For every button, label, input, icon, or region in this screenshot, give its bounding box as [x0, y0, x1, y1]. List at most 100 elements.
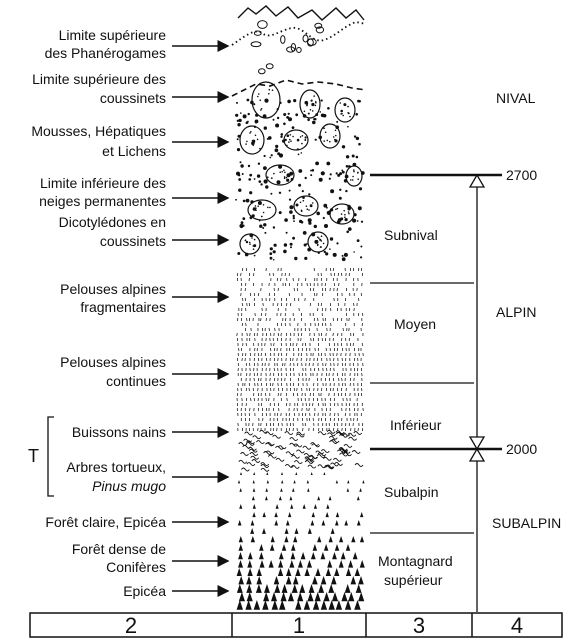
grass-blade	[357, 368, 358, 371]
dot	[305, 136, 307, 138]
dot	[340, 110, 343, 113]
conifer	[269, 560, 274, 568]
grass-blade	[247, 318, 248, 321]
marker-2700	[470, 175, 484, 187]
conifer	[331, 528, 335, 534]
dot	[235, 199, 237, 201]
shrub-mark	[297, 432, 305, 435]
conifer	[307, 592, 313, 601]
transition-bracket: T	[28, 417, 54, 496]
conifer	[311, 472, 313, 475]
dot	[238, 189, 241, 192]
dot	[311, 100, 313, 102]
conifer	[239, 544, 244, 551]
dot	[275, 148, 279, 152]
grass-blade	[246, 388, 247, 391]
dot	[359, 187, 362, 190]
dot	[289, 205, 293, 209]
grass-blade	[287, 398, 288, 401]
shrub-mark	[352, 451, 360, 454]
label-text: Limite inférieure des	[40, 175, 166, 191]
dot	[327, 107, 330, 110]
dot	[264, 155, 266, 157]
dot	[290, 246, 292, 248]
conifer	[245, 600, 251, 610]
dot	[242, 225, 244, 227]
conifer	[357, 496, 360, 500]
conifer	[238, 552, 243, 559]
conifer	[335, 520, 339, 526]
conifer	[264, 584, 270, 593]
dot	[287, 100, 291, 104]
conifer	[285, 528, 289, 534]
conifer	[278, 560, 283, 568]
dot	[342, 257, 346, 261]
label-text: neiges permanentes	[39, 193, 166, 209]
label-text: Epicéa	[123, 583, 166, 599]
label-text: Dicotylédones en	[59, 214, 166, 230]
conifer	[311, 552, 316, 559]
conifer	[313, 600, 319, 610]
dot	[301, 152, 303, 154]
conifer	[351, 536, 355, 542]
shrub-mark	[349, 437, 357, 440]
grass-blade	[362, 373, 363, 376]
conifer	[274, 576, 280, 584]
dot	[292, 237, 295, 240]
conifer	[295, 568, 300, 576]
shrub-mark	[354, 432, 362, 435]
dot	[261, 216, 263, 218]
dot	[292, 126, 295, 129]
grass-blade	[323, 368, 324, 371]
dot	[284, 243, 287, 246]
conifer	[247, 560, 252, 568]
dot	[271, 154, 273, 156]
dot	[273, 250, 276, 253]
grass-blade	[338, 273, 339, 276]
dot	[273, 226, 275, 228]
conifer	[328, 584, 334, 593]
grass-blade	[241, 283, 242, 286]
conifer	[329, 600, 335, 610]
dot	[343, 103, 346, 106]
shrub-mark	[329, 436, 337, 439]
conifer	[327, 560, 332, 568]
label-coussinets-limit: Limite supérieure des coussinets	[32, 71, 228, 106]
dot	[293, 99, 296, 102]
dot	[237, 138, 239, 140]
dot	[304, 139, 306, 141]
grass-blade	[277, 418, 278, 421]
stone	[266, 64, 273, 69]
dot	[306, 243, 308, 245]
dot	[326, 162, 330, 166]
conifer	[274, 512, 277, 517]
grass-blade	[270, 348, 271, 351]
dot	[277, 180, 281, 184]
dot	[255, 121, 257, 123]
dot	[241, 221, 244, 224]
grass-blade	[297, 403, 298, 406]
grass-blade	[319, 393, 320, 396]
grass-blade	[338, 333, 339, 336]
conifer	[259, 552, 264, 559]
altitude-2000: 2000	[506, 441, 537, 457]
label-text: Pelouses alpines	[60, 281, 166, 297]
grass-blade	[269, 328, 270, 331]
conifer	[278, 568, 283, 576]
conifer	[339, 560, 344, 568]
label-text: Limite supérieure des	[32, 71, 166, 87]
shrub-mark	[241, 468, 249, 471]
grass-blade	[270, 378, 271, 381]
shrub-mark	[285, 432, 293, 435]
dot	[286, 232, 288, 234]
conifer	[344, 520, 348, 526]
dot	[258, 201, 262, 205]
dot	[342, 255, 344, 257]
dot	[264, 126, 267, 129]
grass-blade	[333, 333, 334, 336]
conifer	[247, 592, 253, 601]
shrub-mark	[252, 460, 260, 463]
conifer	[262, 528, 266, 534]
cushion	[240, 234, 260, 254]
dot	[274, 244, 277, 247]
